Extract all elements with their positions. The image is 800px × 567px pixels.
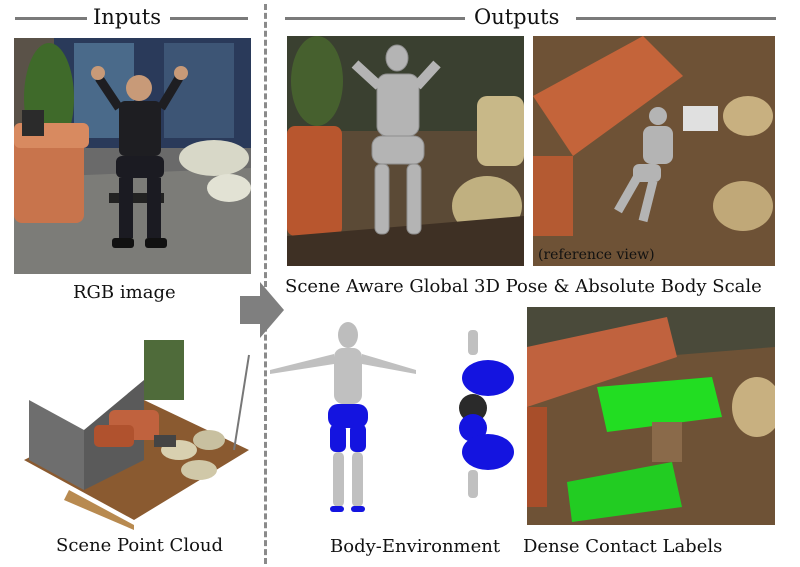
dense-contact-caption: Dense Contact Labels: [523, 536, 723, 557]
body-environment-caption: Body-Environment: [330, 536, 501, 557]
outputs-rule-right: [576, 17, 776, 20]
arrow-icon: [240, 282, 284, 338]
rgb-image-caption: RGB image: [73, 282, 176, 303]
body-environment-top: [438, 330, 516, 500]
outputs-header: Outputs: [474, 5, 560, 29]
reference-view-label: (reference view): [538, 247, 655, 263]
pose-mesh-front: [351, 44, 441, 235]
pose-render-reference: (reference view): [533, 36, 775, 266]
pose-mesh-reference: [614, 107, 673, 223]
pose-caption: Scene Aware Global 3D Pose & Absolute Bo…: [285, 276, 762, 297]
rgb-image: [14, 38, 251, 274]
scene-point-cloud-caption: Scene Point Cloud: [56, 535, 224, 556]
outputs-rule-left: [285, 17, 465, 20]
person: [91, 66, 188, 248]
inputs-rule-left: [15, 17, 87, 20]
input-output-divider: [264, 4, 267, 564]
dense-contact-render: [527, 307, 775, 525]
pose-render-front: [287, 36, 524, 266]
scene-point-cloud: [14, 340, 254, 530]
body-environment-front: [268, 320, 418, 515]
inputs-rule-right: [170, 17, 248, 20]
inputs-header: Inputs: [93, 5, 162, 29]
